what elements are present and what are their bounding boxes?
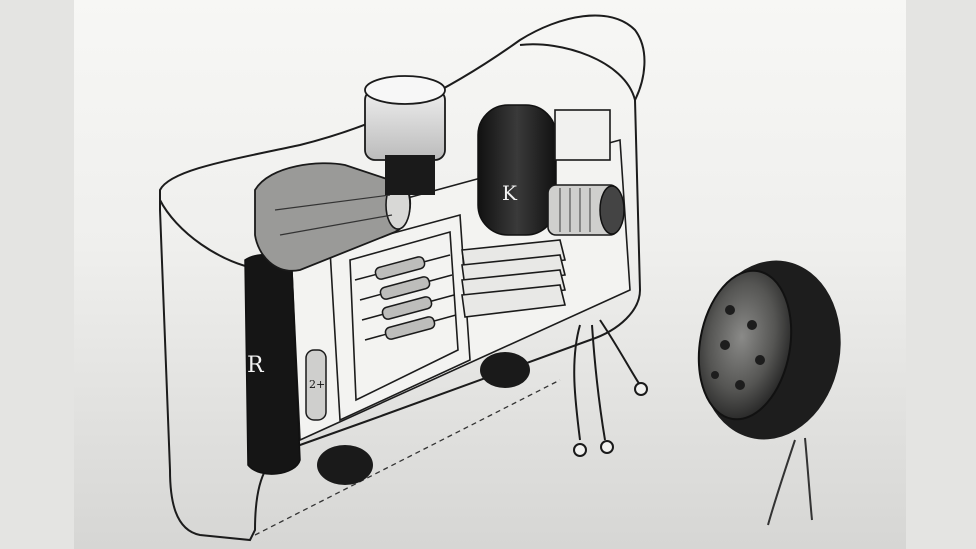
case-dashed-edge [254,379,561,536]
coil [547,184,625,236]
component-label-2plus: 2+ [309,378,325,391]
lead-wires [573,319,648,457]
component-label-k: K [502,181,518,205]
variable-capacitor [461,239,566,318]
relay-box [554,109,611,161]
vacuum-tube: K [477,104,557,236]
white-cap [364,75,446,195]
component-label-r: R [247,353,265,378]
resistors [354,254,457,341]
tube-base-2 [480,352,530,388]
left-margin [0,0,74,549]
tube-base-1 [317,445,373,485]
right-margin [906,0,976,549]
earpiece [697,260,841,526]
small-capacitor: 2+ [305,349,327,421]
